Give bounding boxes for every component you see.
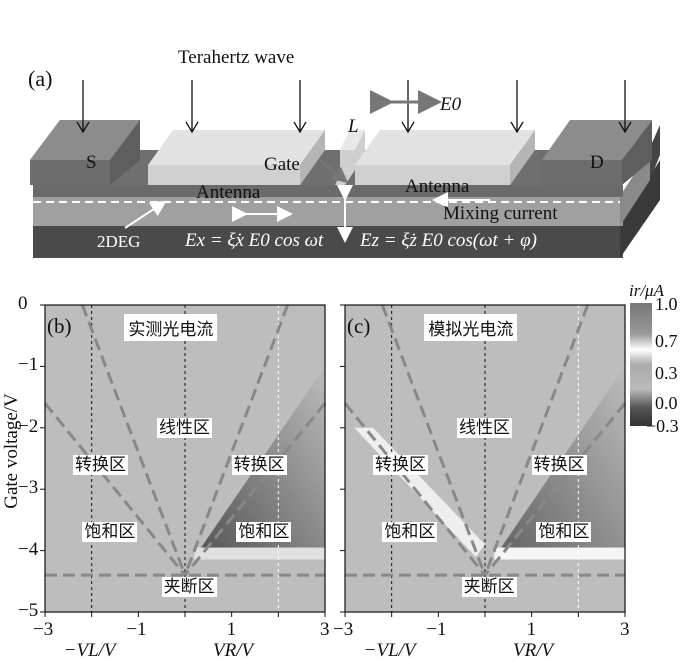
region-label: 夹断区 [461, 577, 517, 598]
x-axis-label-right: VR/V [513, 640, 554, 661]
region-boundary [380, 304, 487, 576]
panel-title: 模拟光电流 [424, 314, 518, 341]
region-label: 线性区 [457, 417, 512, 438]
colorbar-title: ir/μA [629, 281, 664, 300]
x-axis-label-right: VR/V [213, 640, 254, 661]
region-boundary [43, 402, 187, 577]
x-tick-label: 3 [620, 619, 630, 640]
panel-title: 实测光电流 [124, 314, 218, 341]
region-boundary [483, 402, 627, 577]
y-tick-label: −1 [18, 354, 39, 376]
panel-a-label: (a) [28, 66, 53, 91]
region-label: 夹断区 [161, 577, 217, 598]
region-label: 转换区 [73, 454, 128, 475]
colorbar-tick-label: 1.0 [655, 294, 678, 314]
mixing-current-label: Mixing current [443, 203, 558, 224]
ex-formula: Ex = ξ̇x E0 cos ωt [185, 230, 324, 251]
region-label: 饱和区 [236, 522, 292, 543]
pinchoff-band-right [494, 547, 625, 560]
region-label: 线性区 [157, 417, 212, 438]
y-tick-label: −3 [18, 477, 39, 499]
terahertz-wave-label: Terahertz wave [178, 47, 295, 68]
gate-label: Gate [264, 154, 300, 175]
pinchoff-band-right [194, 547, 325, 560]
drain-label: D [590, 152, 604, 173]
colorbar-tick-label: 0.7 [655, 331, 678, 351]
y-tick-label: 0 [18, 293, 28, 314]
colorbar-tick-label: −0.3 [646, 416, 679, 436]
ez-formula: Ez = ξ̇z E0 cos(ωt + φ) [360, 230, 537, 251]
panel-label: (b) [47, 314, 72, 338]
region-label: 饱和区 [536, 522, 592, 543]
region-label: 转换区 [231, 454, 287, 475]
x-tick-label: 3 [320, 619, 330, 640]
region-boundary [80, 304, 187, 576]
colorbar-tick-label: 0.0 [655, 393, 678, 413]
region-label: 转换区 [531, 454, 587, 475]
x-tick-label: −1 [126, 619, 147, 640]
antenna-right-label: Antenna [405, 176, 470, 197]
y-tick-label: −2 [18, 415, 39, 437]
region-boundary [343, 402, 487, 577]
region-label: 饱和区 [382, 522, 438, 543]
region-boundary [483, 304, 590, 576]
x-tick-label: −3 [333, 619, 354, 640]
y-tick-label: −5 [18, 600, 39, 621]
antenna-left-label: Antenna [196, 182, 261, 203]
x-tick-label: −3 [33, 619, 54, 640]
source-label: S [86, 152, 97, 173]
device-schematic [30, 80, 660, 258]
colorbar [630, 303, 652, 426]
colorbar-tick-label: 0.3 [655, 363, 678, 383]
x-axis-label-left: −VL/V [363, 640, 416, 661]
2deg-label: 2DEG [97, 232, 141, 251]
e0-label: E0 [440, 94, 462, 115]
region-boundary [183, 402, 327, 577]
x-tick-label: 1 [526, 619, 537, 640]
x-tick-label: 1 [226, 619, 237, 640]
panel-label: (c) [347, 314, 371, 338]
region-boundary [183, 304, 290, 576]
y-tick-label: −4 [18, 538, 39, 560]
x-tick-label: −1 [426, 619, 447, 640]
region-label: 饱和区 [82, 522, 138, 543]
x-axis-label-left: −VL/V [63, 640, 116, 661]
region-label: 转换区 [373, 454, 428, 475]
gate-length-label: L [348, 116, 359, 137]
